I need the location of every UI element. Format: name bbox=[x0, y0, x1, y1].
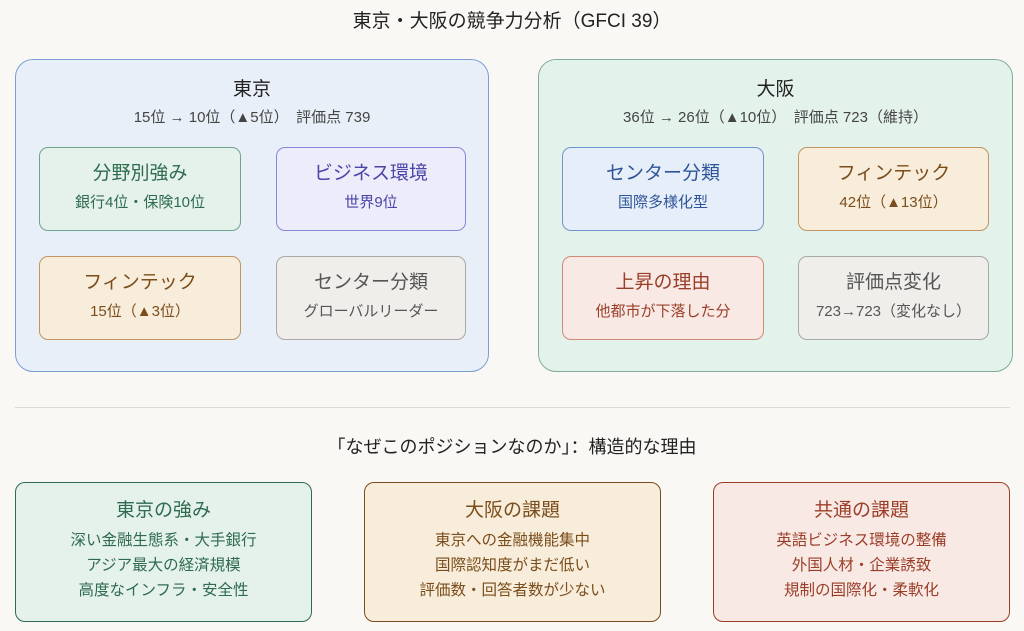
box-line: 評価数・回答者数が少ない bbox=[419, 582, 606, 599]
osaka-panel: 大阪 36位 → 26位（▲10位） 評価点 723（維持） センター分類国際多… bbox=[538, 59, 1013, 372]
box-line: 深い金融生態系・大手銀行 bbox=[70, 532, 257, 549]
tokyo-strengths-box: 東京の強み 深い金融生態系・大手銀行 アジア最大の経済規模 高度なインフラ・安全… bbox=[15, 482, 312, 622]
card-heading: センター分類 bbox=[605, 163, 720, 184]
card-heading: ビジネス環境 bbox=[313, 163, 428, 184]
osaka-score-card: 評価点変化 723→723（変化なし） bbox=[798, 256, 989, 340]
box-heading: 東京の強み bbox=[115, 500, 211, 521]
section-divider bbox=[15, 407, 1010, 408]
box-line: 高度なインフラ・安全性 bbox=[78, 582, 249, 599]
box-line: 規制の国際化・柔軟化 bbox=[783, 582, 939, 599]
card-detail: 他都市が下落した分 bbox=[595, 303, 731, 320]
osaka-reason-card: 上昇の理由他都市が下落した分 bbox=[562, 256, 764, 340]
card-detail: 銀行4位・保険10位 bbox=[74, 194, 206, 211]
osaka-summary: 36位 → 26位（▲10位） 評価点 723（維持） bbox=[623, 109, 928, 126]
section-title: 「なぜこのポジションなのか」：構造的な理由 bbox=[327, 437, 697, 457]
box-line: 外国人材・企業誘致 bbox=[791, 557, 932, 574]
card-detail: 723→723（変化なし） bbox=[815, 303, 972, 320]
tokyo-summary: 15位 → 10位（▲5位） 評価点 739 bbox=[133, 109, 371, 126]
tokyo-panel: 東京 15位 → 10位（▲5位） 評価点 739 分野別強み銀行4位・保険10… bbox=[15, 59, 489, 372]
osaka-issues-box: 大阪の課題 東京への金融機能集中 国際認知度がまだ低い 評価数・回答者数が少ない bbox=[364, 482, 661, 622]
tokyo-business-card: ビジネス環境世界9位 bbox=[276, 147, 466, 231]
card-detail: グローバルリーダー bbox=[303, 303, 439, 320]
tokyo-fintech-card: フィンテック 15位（▲3位） bbox=[39, 256, 241, 340]
card-heading: 上昇の理由 bbox=[615, 272, 711, 293]
card-heading: 分野別強み bbox=[92, 163, 188, 184]
page-title: 東京・大阪の競争力分析（GFCI 39） bbox=[352, 11, 672, 32]
card-detail: 国際多様化型 bbox=[617, 194, 708, 211]
card-detail: 世界9位 bbox=[344, 194, 398, 211]
osaka-name: 大阪 bbox=[756, 79, 795, 100]
box-line: 東京への金融機能集中 bbox=[434, 532, 590, 549]
tokyo-strengths-card: 分野別強み銀行4位・保険10位 bbox=[39, 147, 241, 231]
box-line: 英語ビジネス環境の整備 bbox=[776, 532, 947, 549]
card-heading: センター分類 bbox=[313, 272, 428, 293]
box-line: 国際認知度がまだ低い bbox=[434, 557, 590, 574]
box-heading: 共通の課題 bbox=[813, 500, 909, 521]
common-issues-box: 共通の課題 英語ビジネス環境の整備 外国人材・企業誘致 規制の国際化・柔軟化 bbox=[713, 482, 1010, 622]
osaka-fintech-card: フィンテック 42位（▲13位） bbox=[798, 147, 989, 231]
box-line: アジア最大の経済規模 bbox=[86, 557, 241, 574]
tokyo-center-card: センター分類グローバルリーダー bbox=[276, 256, 466, 340]
card-detail: 15位（▲3位） bbox=[90, 303, 190, 320]
tokyo-name: 東京 bbox=[232, 79, 271, 100]
card-heading: フィンテック bbox=[836, 163, 951, 184]
osaka-center-card: センター分類国際多様化型 bbox=[562, 147, 764, 231]
card-heading: フィンテック bbox=[83, 272, 197, 293]
card-heading: 評価点変化 bbox=[845, 272, 941, 293]
card-detail: 42位（▲13位） bbox=[839, 194, 948, 211]
box-heading: 大阪の課題 bbox=[464, 500, 560, 521]
